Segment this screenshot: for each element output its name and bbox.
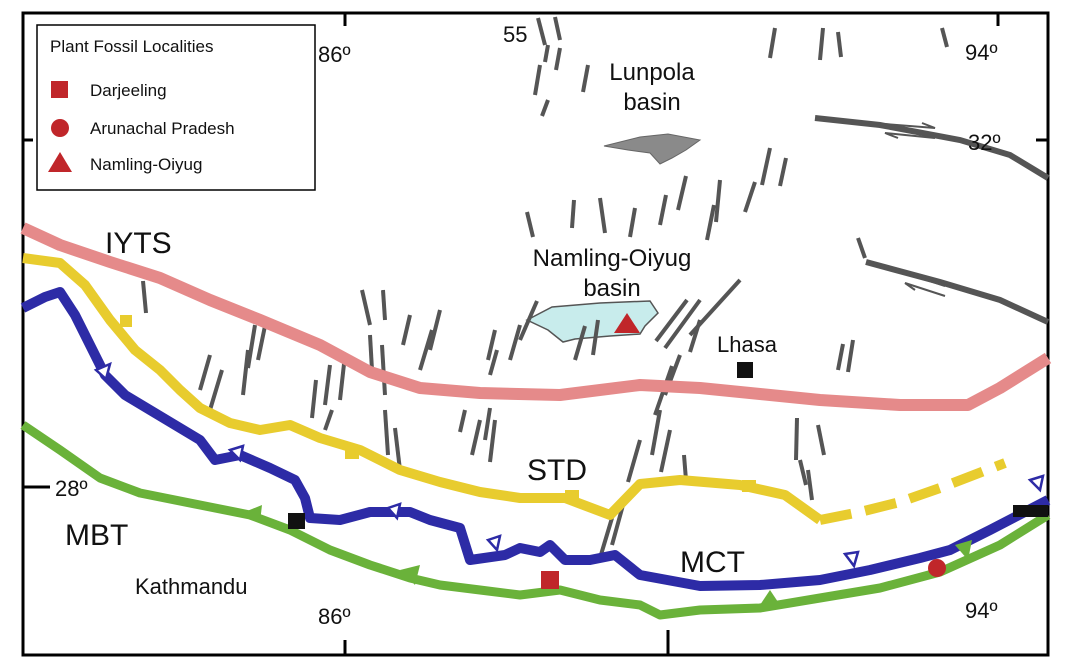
namling-label-line1: Namling-Oiyug	[533, 245, 692, 272]
mbt-label: MBT	[65, 519, 128, 552]
lhasa-marker	[737, 362, 753, 378]
lat-label-right-32: 32º	[968, 130, 1001, 155]
legend-item-darjeeling: Darjeeling	[90, 81, 167, 100]
east-edge-marker	[1013, 505, 1048, 517]
iyts-label: IYTS	[105, 227, 172, 260]
lunpola-label-line2: basin	[623, 89, 680, 116]
lat-label-left-28: 28º	[55, 476, 88, 501]
lat-label-top-55: 55	[503, 22, 527, 47]
darjeeling-fossil-marker	[541, 571, 559, 589]
lhasa-label: Lhasa	[717, 332, 778, 357]
lunpola-label-line1: Lunpola	[609, 59, 695, 86]
arunachal-fossil-marker	[928, 559, 946, 577]
legend: Plant Fossil Localities Darjeeling Aruna…	[36, 24, 316, 191]
std-fault-line	[22, 253, 823, 525]
std-fault-dashed	[819, 458, 1007, 525]
lon-label-top-86: 86º	[318, 42, 351, 67]
lunpola-basin-area	[603, 133, 702, 165]
strike-slip-faults	[814, 115, 1050, 325]
kathmandu-marker	[288, 513, 305, 529]
legend-title: Plant Fossil Localities	[50, 37, 213, 56]
strike-slip-arrows	[884, 122, 946, 297]
legend-triangle-icon	[48, 152, 72, 172]
legend-item-namling: Namling-Oiyug	[90, 155, 202, 174]
std-label: STD	[527, 454, 587, 487]
legend-box	[36, 24, 316, 191]
mbt-fault-line	[20, 421, 1051, 620]
iyts-suture-line	[20, 222, 1052, 411]
kathmandu-label: Kathmandu	[135, 574, 248, 599]
lon-label-bottom-94: 94º	[965, 598, 998, 623]
namling-label-line2: basin	[583, 275, 640, 302]
legend-circle-icon	[51, 119, 69, 137]
legend-item-arunachal: Arunachal Pradesh	[90, 119, 235, 138]
mct-thrust-teeth	[93, 361, 1045, 569]
std-fault-ticks	[120, 315, 756, 502]
mct-fault-line	[20, 287, 1051, 591]
namling-oiyug-fossil-marker	[614, 313, 640, 333]
lon-label-top-94: 94º	[965, 40, 998, 65]
lon-label-bottom-86: 86º	[318, 604, 351, 629]
graticule-ticks	[23, 13, 1048, 655]
mct-label: MCT	[680, 546, 745, 579]
mbt-thrust-teeth	[242, 505, 972, 605]
legend-square-icon	[51, 81, 68, 98]
